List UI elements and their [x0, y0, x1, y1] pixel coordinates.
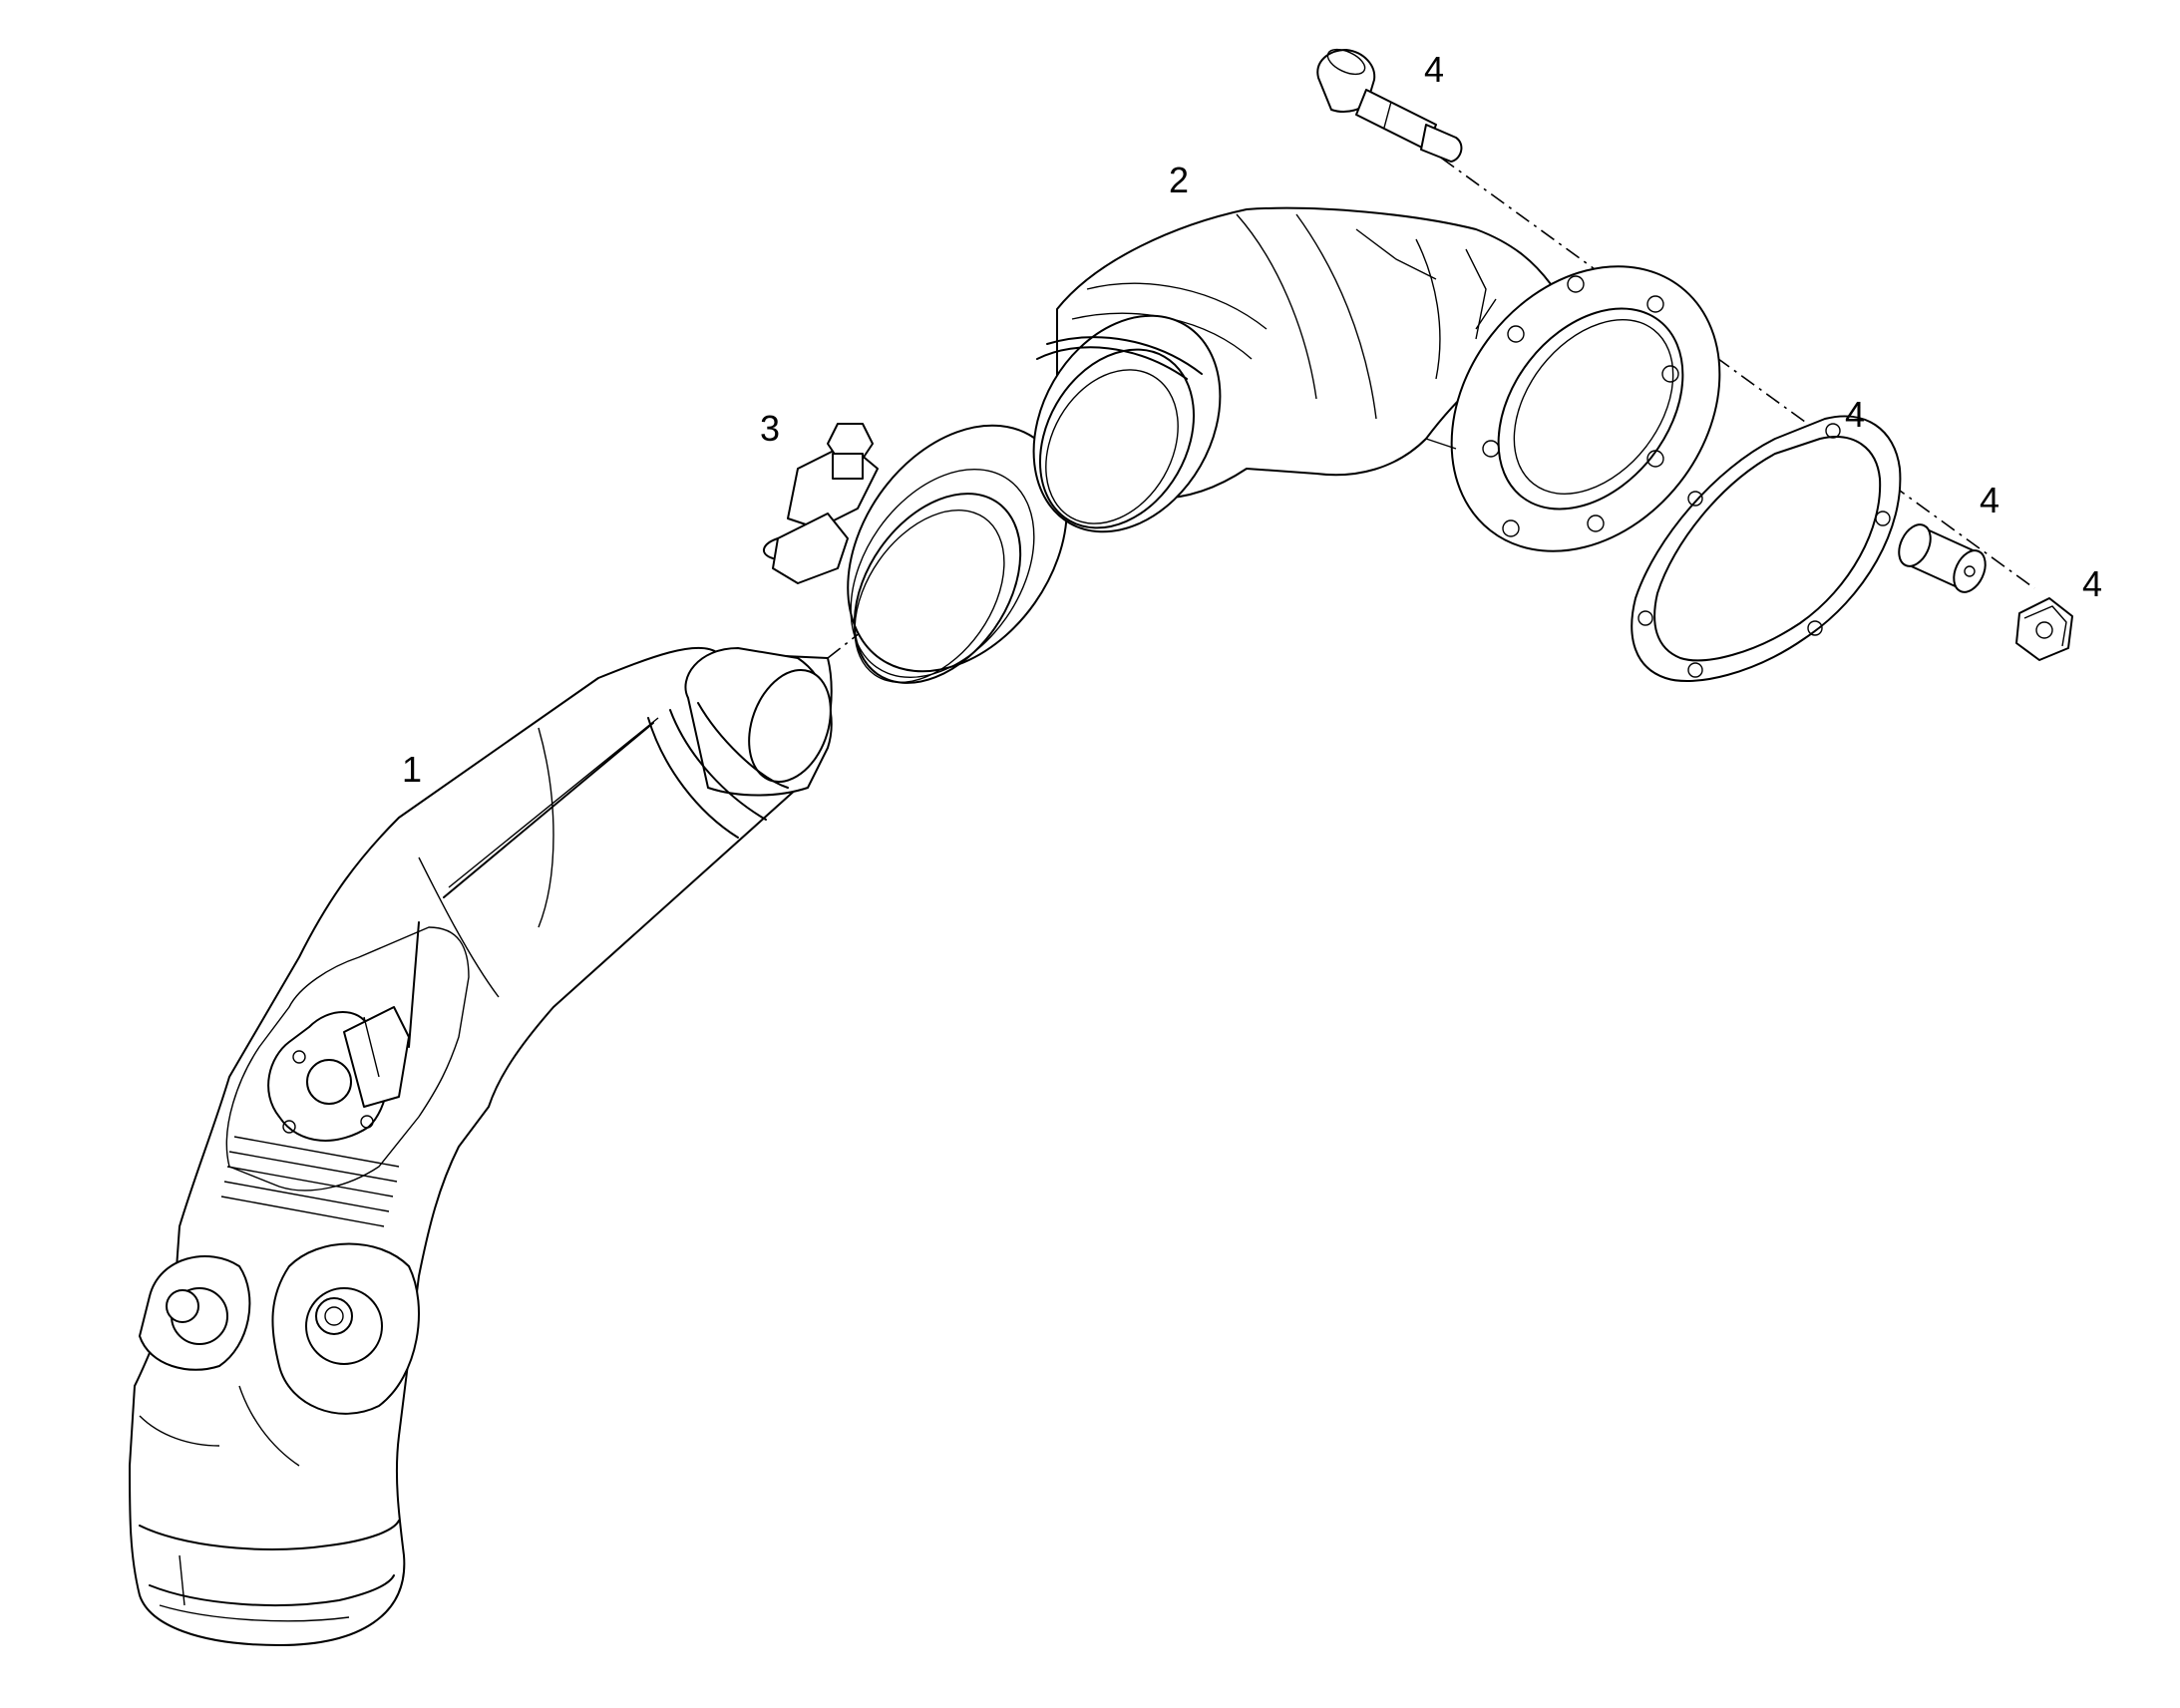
part-4-nut — [2015, 597, 2073, 661]
part-2-elbow — [1032, 206, 1721, 552]
part-1-exhaust-pipe — [129, 646, 833, 1646]
callout-part-1: 1 — [402, 749, 423, 790]
callout-part-3: 3 — [760, 408, 781, 449]
part-4-spacer — [1898, 523, 1987, 593]
callout-part-4-spacer: 4 — [1980, 480, 2000, 520]
part-4-bolt — [1316, 48, 1463, 163]
axis-line-upper — [1415, 139, 2035, 589]
part-4-gasket — [1631, 415, 1902, 682]
callout-part-4-gasket: 4 — [1845, 394, 1866, 435]
callout-part-4-nut: 4 — [2082, 563, 2103, 604]
callout-part-2: 2 — [1169, 160, 1190, 200]
callout-part-4-bolt: 4 — [1424, 49, 1445, 90]
part-3-clamp — [763, 423, 1068, 684]
